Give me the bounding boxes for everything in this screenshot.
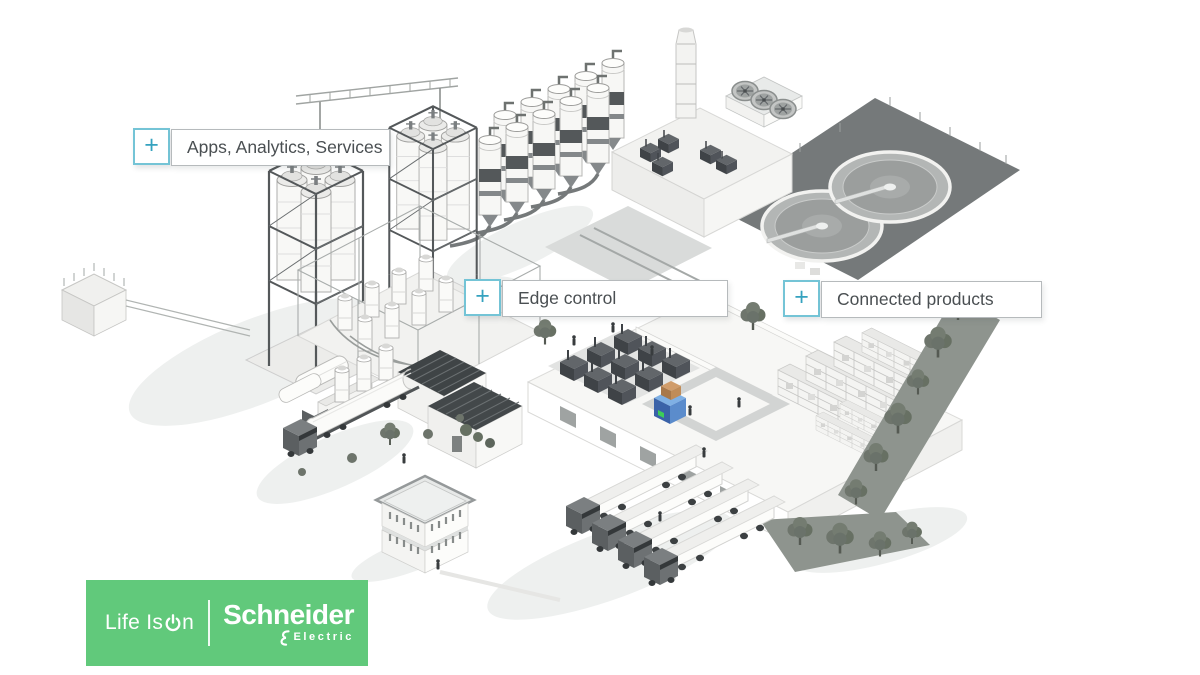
brand-subtitle: Electric [278, 629, 355, 646]
power-building [545, 27, 803, 291]
water-treatment-clarifiers [712, 97, 1020, 280]
tagline-prefix: Life Is [105, 611, 164, 634]
callout-label[interactable]: Apps, Analytics, Services [171, 129, 390, 166]
schneider-emblem-icon [280, 629, 291, 646]
callout-connected-products: + Connected products [783, 280, 1042, 318]
cooling-fan-deck [725, 76, 803, 128]
landscape-trees [380, 292, 1000, 572]
brand-sub-text: Electric [293, 631, 355, 643]
callout-edge-control: + Edge control [464, 279, 728, 317]
stair-structure [60, 263, 251, 337]
expand-plus-button[interactable]: + [783, 280, 820, 317]
brand-name: Schneider [223, 598, 355, 630]
blue-machine [654, 381, 686, 424]
solar-sheds [397, 350, 523, 469]
office-building [373, 474, 561, 602]
callout-apps-analytics-services: + Apps, Analytics, Services [133, 128, 390, 166]
tanker-truck [283, 343, 464, 476]
schneider-electric-logo: Life Is n Schneider Electric [86, 580, 368, 666]
power-icon [165, 614, 181, 632]
expand-plus-button[interactable]: + [464, 279, 501, 316]
life-is-on-tagline: Life Is n [105, 611, 194, 635]
callout-label[interactable]: Edge control [502, 280, 728, 317]
callout-label[interactable]: Connected products [821, 281, 1042, 318]
tagline-suffix: n [182, 611, 195, 634]
expand-plus-button[interactable]: + [133, 128, 170, 165]
brand-wordmark: Schneider Electric [223, 598, 355, 646]
logo-divider [208, 600, 211, 646]
